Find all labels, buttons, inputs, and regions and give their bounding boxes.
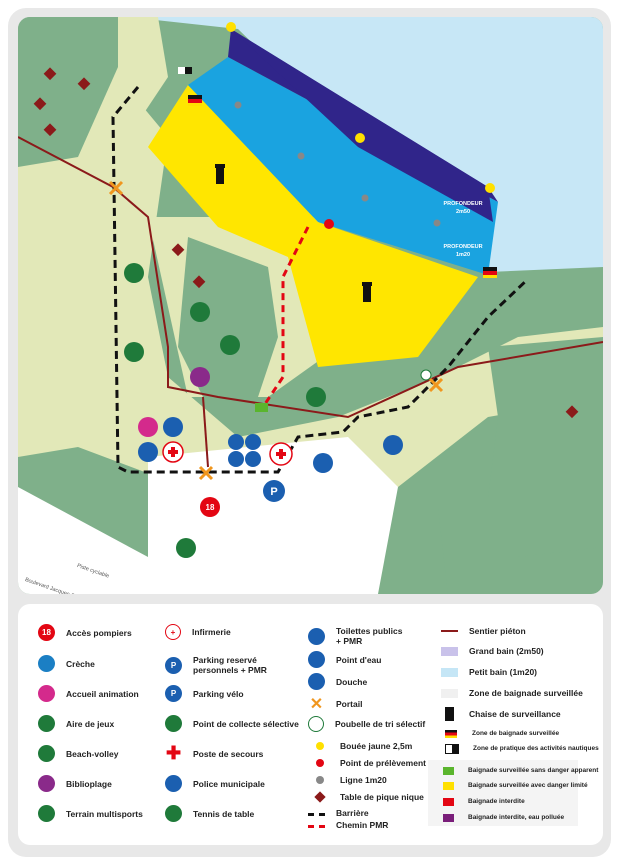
parking-icon: P: [270, 486, 277, 498]
legend-item-sampling: Point de prélèvement: [312, 758, 426, 768]
barrier-icon: [308, 812, 325, 816]
red-flag-icon: [443, 798, 454, 806]
map-canvas: P 18: [18, 17, 603, 594]
legend-item-multisport: Terrain multisports: [38, 805, 143, 822]
legend-flag-yellow: Baignade surveillée avec danger limité: [443, 781, 588, 791]
supervised-zone-icon: [441, 688, 458, 698]
yellow-buoy-icon: [316, 742, 324, 750]
police-icon: [165, 775, 182, 792]
legend-item-trail: Sentier piéton: [441, 626, 526, 636]
legend-item-toilets: Toilettes publics + PMR: [308, 626, 408, 646]
legend-item-shallow: Petit bain (1m20): [441, 667, 537, 677]
pedestrian-trail: [18, 136, 603, 419]
multisport-icon: [38, 805, 55, 822]
line-icon: [316, 776, 324, 784]
sorting-bin-icon: [308, 716, 324, 732]
legend-item-water-point: Point d'eau: [308, 651, 381, 668]
barrier: [111, 86, 530, 474]
legend-item-recycling-point: Point de collecte sélective: [165, 715, 299, 732]
legend-item-flag-nautical: Zone de pratique des activités nautiques: [445, 744, 599, 754]
shower-icon: [308, 673, 325, 690]
toilets-icon: [308, 627, 325, 645]
legend-item-gate: ✕Portail: [309, 695, 363, 713]
petit-bain: [188, 57, 498, 275]
legend-item-yellow-buoy: Bouée jaune 2,5m: [312, 741, 412, 751]
yellow-zone: [148, 85, 478, 367]
nursery-icon: [38, 655, 55, 672]
legend-item-line: Ligne 1m20: [312, 775, 387, 785]
green-flag-icon: [443, 767, 454, 775]
firefighter-map-icon: 18: [206, 503, 215, 512]
aid-station-icon: ✚: [165, 743, 182, 763]
water-point-icon: [308, 651, 325, 668]
flag-nautical-icon: [445, 744, 459, 754]
legend-item-volleyball: Beach-volley: [38, 745, 118, 762]
table-tennis-icon: [165, 805, 182, 822]
purple-flag-icon: [443, 814, 454, 822]
shallow-zone-icon: [441, 667, 458, 677]
legend-flag-purple: Baignade interdite, eau polluée: [443, 813, 564, 823]
legend-item-pmr-path: Chemin PMR: [308, 820, 388, 830]
legend-item-nursery: Crèche: [38, 655, 95, 672]
deep-zone-icon: [441, 646, 458, 656]
legend-item-flag-supervised: Zone de baignade surveillée: [445, 729, 559, 739]
legend-item-biblioplage: Biblioplage: [38, 775, 112, 792]
trail-icon: [441, 630, 458, 632]
legend-item-shower: Douche: [308, 673, 367, 690]
legend-item-aid-station: ✚Poste de secours: [165, 743, 264, 763]
legend-item-police: Police municipale: [165, 775, 265, 792]
yellow-flag-icon: [443, 782, 454, 790]
sampling-point: [324, 219, 334, 229]
firefighter-icon: 18: [38, 624, 55, 641]
legend-item-supervised-zone: Zone de baignade surveillée: [441, 688, 583, 698]
volleyball-icon: [38, 745, 55, 762]
legend-item-lifeguard: Chaise de surveillance: [445, 707, 561, 721]
legend-flag-red: Baignade interdite: [443, 797, 525, 807]
lifeguard-chairs: [215, 164, 372, 302]
legend-item-table-tennis: Tennis de table: [165, 805, 254, 822]
legend-item-playground: Aire de jeux: [38, 715, 114, 732]
pmr-parking-icon: P: [165, 656, 182, 674]
map-flags: [178, 67, 497, 412]
pmr-path-icon: [308, 824, 325, 828]
legend-item-barrier: Barrière: [308, 808, 369, 818]
animation-icon: [38, 685, 55, 702]
map-icons: [124, 263, 432, 558]
playground-icon: [38, 715, 55, 732]
sampling-point-icon: [316, 759, 324, 767]
first-aid-icon: +: [165, 624, 181, 640]
clearing: [18, 77, 603, 487]
legend-flag-green: Baignade surveillée sans danger apparent: [443, 766, 598, 776]
gate-icon: ✕: [309, 695, 324, 713]
gate-markers: [108, 180, 444, 481]
legend-item-animation: Accueil animation: [38, 685, 139, 702]
bike-parking-icon: P: [165, 685, 182, 702]
legend-item-deep: Grand bain (2m50): [441, 646, 544, 656]
flag-supervised-icon: [445, 730, 457, 738]
legend-item-picnic: Table de pique nique: [312, 791, 424, 803]
recycling-point-icon: [165, 715, 182, 732]
legend-item-sorting-bin: Poubelle de tri sélectif: [308, 716, 425, 732]
picnic-table-icon: [314, 791, 326, 803]
pmr-path: [261, 226, 310, 408]
book-icon: [38, 775, 55, 792]
lifeguard-chair-icon: [445, 707, 454, 721]
legend-item-infirmerie: +Infirmerie: [165, 624, 231, 640]
